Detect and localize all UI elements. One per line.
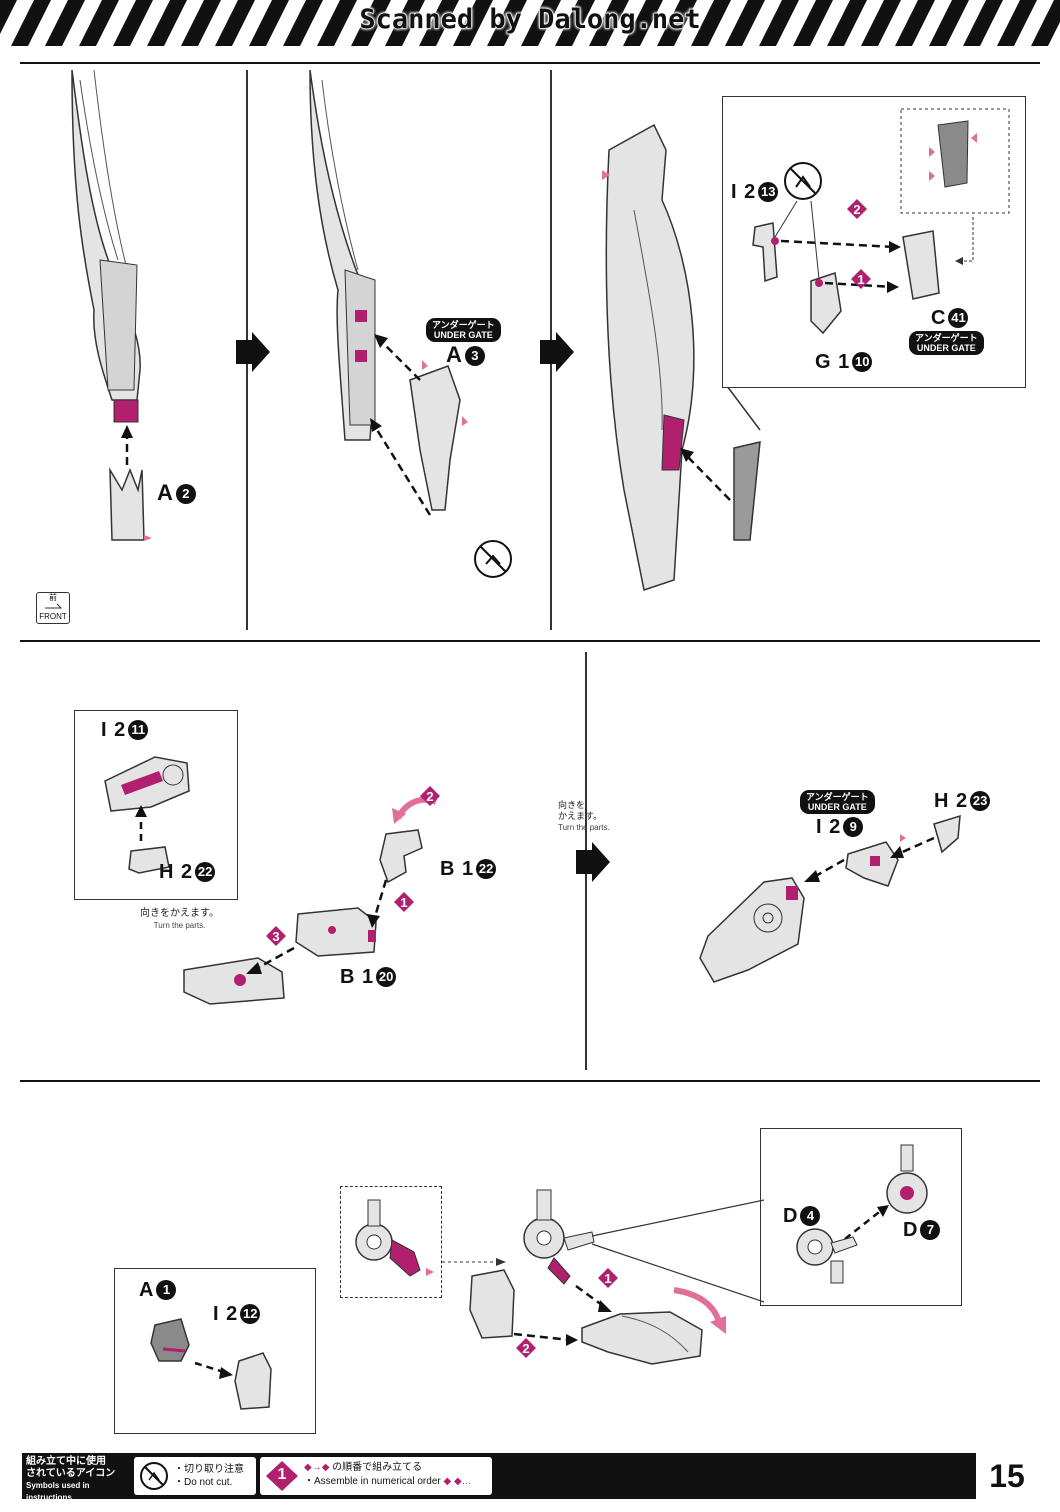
legend-order-en: ・Assemble in numerical order	[304, 1476, 441, 1487]
ankle-parts-diagram	[104, 756, 190, 874]
turn-parts-note: 向きをかえます。Turn the parts.	[558, 800, 610, 832]
top-rule	[20, 62, 1040, 64]
legend-no-cut-jp: ・切り取り注意	[174, 1464, 244, 1475]
section-rule	[20, 1080, 1040, 1082]
legend-order: 1 ◆→◆ の順番で組み立てる ・Assemble in numerical o…	[260, 1457, 492, 1495]
step-number: 3	[272, 929, 279, 944]
legend-order-jp: の順番で組み立てる	[332, 1462, 423, 1473]
leg-illustration	[602, 123, 761, 591]
step-number: 1	[604, 1271, 611, 1286]
legend-no-cut-en: ・Do not cut.	[174, 1477, 233, 1488]
order-step-badge: 1	[277, 1466, 287, 1483]
joint-parts-diagram	[796, 1144, 928, 1284]
order-step-icon	[266, 1461, 298, 1491]
step-number: 2	[426, 789, 433, 804]
legend-no-cut: ・切り取り注意 ・Do not cut.	[134, 1457, 256, 1495]
toe-parts-diagram	[150, 1318, 272, 1410]
flow-arrow-icon	[576, 842, 610, 882]
step-number: 2	[853, 202, 860, 217]
hazard-stripe-bar: Scanned by Dalong.net	[0, 0, 1060, 50]
step-number: 2	[522, 1341, 529, 1356]
symbol-legend-bar: 組み立て中に使用されているアイコン Symbols used in instru…	[22, 1453, 1038, 1502]
step-number: 1	[857, 272, 864, 287]
order-icons: ◆ ◆…	[440, 1476, 472, 1487]
step-number: 1	[400, 895, 407, 910]
hazard-stripes	[0, 0, 1060, 46]
order-icons: ◆→◆	[304, 1462, 333, 1473]
flow-arrow-icon	[236, 332, 270, 372]
scan-watermark: Scanned by Dalong.net	[359, 3, 702, 35]
knee-parts-diagram: 2 1	[752, 108, 1010, 335]
ankle-assembly-diagram: 2 1 3	[183, 786, 440, 1005]
front-icon: 前 FRONT	[36, 592, 70, 624]
legend-title: 組み立て中に使用されているアイコン Symbols used in instru…	[26, 1456, 116, 1502]
turn-parts-note: 向きをかえます。Turn the parts.	[140, 908, 219, 930]
leg-illustration	[309, 69, 468, 516]
section-rule	[20, 640, 1040, 642]
flow-arrow-icon	[540, 332, 574, 372]
ankle-assembly-diagram	[699, 814, 961, 983]
foot-assembly-diagram: 1 2	[355, 1189, 765, 1365]
page-number: 15	[976, 1453, 1038, 1499]
joint-detail-inset	[340, 1186, 442, 1298]
no-cut-icon	[474, 540, 512, 578]
leg-illustration	[71, 69, 152, 541]
no-cut-icon	[140, 1462, 168, 1490]
